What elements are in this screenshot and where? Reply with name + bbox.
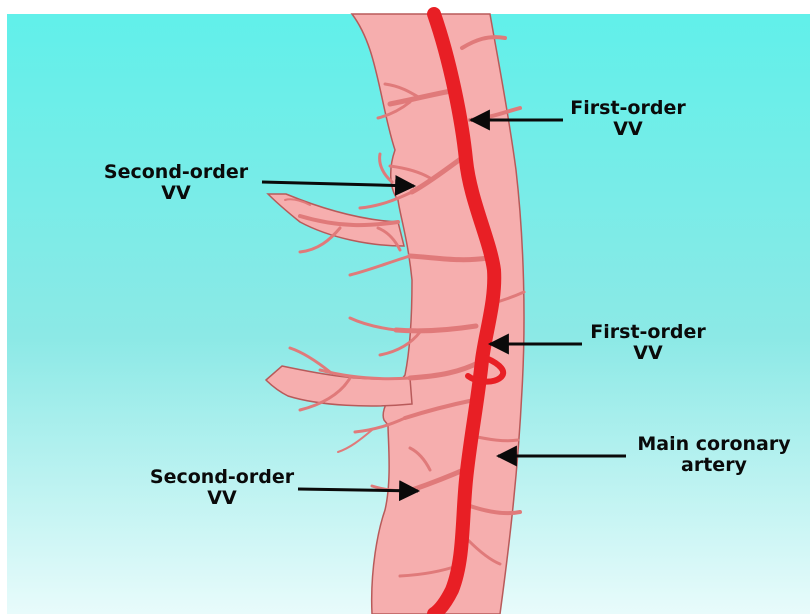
label-second-order-top: Second-order VV: [96, 162, 256, 204]
label-first-order-mid-line1: First-order: [582, 322, 714, 343]
label-first-order-mid: First-order VV: [582, 322, 714, 364]
label-second-order-top-line1: Second-order: [96, 162, 256, 183]
label-first-order-top-line2: VV: [562, 119, 694, 140]
label-first-order-top-line1: First-order: [562, 98, 694, 119]
label-first-order-top: First-order VV: [562, 98, 694, 140]
label-second-order-bottom-line2: VV: [142, 488, 302, 509]
arrow-second-order-bottom: [298, 489, 418, 491]
label-first-order-mid-line2: VV: [582, 343, 714, 364]
label-main-coronary-line1: Main coronary: [624, 434, 804, 455]
label-main-coronary-line2: artery: [624, 455, 804, 476]
top-white-strip: [0, 0, 810, 14]
label-main-coronary: Main coronary artery: [624, 434, 804, 476]
label-second-order-bottom-line1: Second-order: [142, 467, 302, 488]
label-second-order-top-line2: VV: [96, 183, 256, 204]
left-white-strip: [0, 0, 7, 614]
label-second-order-bottom: Second-order VV: [142, 467, 302, 509]
